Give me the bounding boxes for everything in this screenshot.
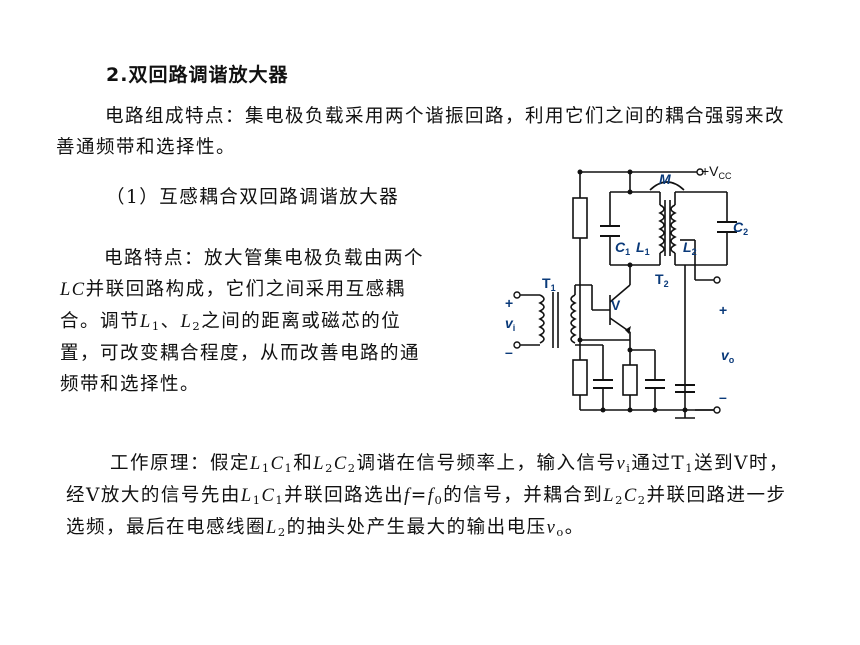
vi-label: vi [505,315,515,333]
circuit-diagram: +VCC M C1 L1 L2 C2 T2 T1 V + vi – + vo – [505,163,748,419]
emitter-arrow-icon [625,326,631,334]
terminals [513,168,721,414]
circuit-wires [520,171,728,419]
c1-label: C1 [615,239,630,257]
junction-dots [577,169,688,413]
transistor-label: V [611,297,621,313]
vcc-label: +VCC [701,163,732,181]
output-plus: + [719,302,727,318]
input-minus: – [505,344,513,360]
output-minus: – [719,389,727,405]
l1-label: L1 [636,239,650,257]
vo-label: vo [721,347,735,365]
section-subtitle: （1）互感耦合双回路调谐放大器 [106,187,400,208]
mutual-inductance-label: M [659,171,671,187]
resistors [572,197,638,396]
intro-paragraph: 电路组成特点：集电极负载采用两个谐振回路，利用它们之间的耦合强弱来改善通频带和选… [56,106,786,158]
t1-label: T1 [542,275,556,293]
principle-paragraph: 工作原理：假定L1C1和L2C2调谐在信号频率上，输入信号vi通过T1送到V时，… [66,453,789,539]
c2-label: C2 [733,219,748,237]
capacitors [593,221,737,393]
t2-label: T2 [655,271,669,289]
features-paragraph: 电路特点：放大管集电极负载由两个LC并联回路构成，它们之间采用互感耦合。调节L1… [60,248,425,395]
slide-title: 2.双回路调谐放大器 [106,64,289,86]
input-plus: + [505,295,513,311]
l2-label: L2 [683,239,697,257]
coils [538,181,685,348]
